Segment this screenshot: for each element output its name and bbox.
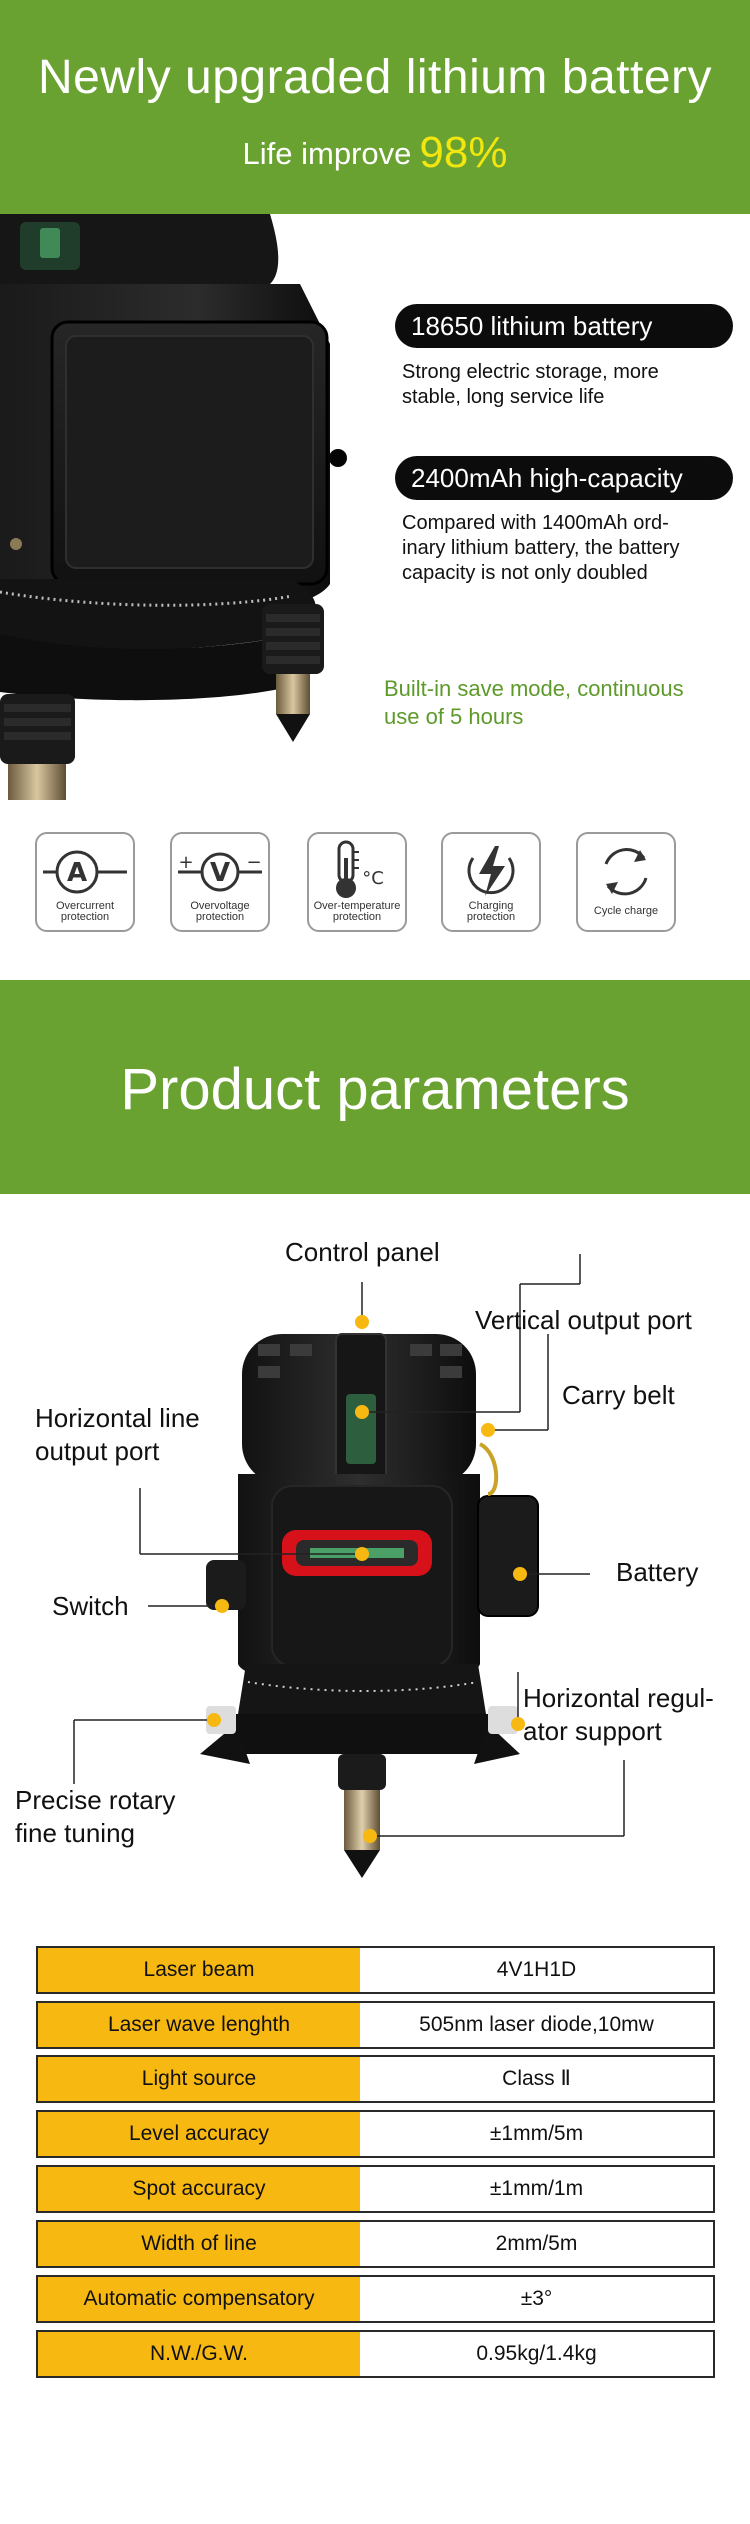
- parameters-banner: Product parameters: [0, 980, 750, 1194]
- table-row: Spot accuracy ±1mm/1m: [36, 2165, 715, 2213]
- thermometer-icon: °C: [336, 840, 384, 898]
- product-diagram: Control panel Vertical output port Carry…: [0, 1194, 750, 1914]
- callout-line: Horizontal line: [35, 1403, 200, 1433]
- table-row: Level accuracy ±1mm/5m: [36, 2110, 715, 2158]
- callout-battery: Battery: [616, 1557, 699, 1587]
- voltage-icon: V + −: [178, 852, 262, 892]
- param-value: ±1mm/1m: [360, 2167, 713, 2211]
- protection-card-overvoltage: V + − Overvoltage protection: [170, 832, 270, 932]
- callout-regulator-support: Horizontal regul- ator support: [523, 1682, 714, 1748]
- protection-label: Cycle charge: [593, 905, 659, 917]
- feature-desc-line: stable, long service life: [402, 386, 605, 408]
- param-label: N.W./G.W.: [38, 2332, 360, 2376]
- banner-subtitle-text: Life improve: [242, 136, 412, 171]
- param-label: Laser wave lenghth: [38, 2003, 360, 2047]
- param-value: ±3°: [360, 2277, 713, 2321]
- feature-desc-line: Strong electric storage, more: [402, 361, 659, 383]
- param-label: Width of line: [38, 2222, 360, 2266]
- protection-label: protection: [60, 911, 110, 923]
- callout-horizontal-port: Horizontal line output port: [35, 1402, 200, 1468]
- callout-switch: Switch: [52, 1591, 129, 1621]
- callout-line: Horizontal regul-: [523, 1683, 714, 1713]
- lightning-icon: [467, 846, 515, 896]
- callout-carry-belt: Carry belt: [562, 1380, 675, 1410]
- param-value: ±1mm/5m: [360, 2112, 713, 2156]
- callout-line: output port: [35, 1436, 160, 1466]
- callout-line: ator support: [523, 1716, 662, 1746]
- protection-label: Charging: [468, 900, 514, 912]
- table-row: Automatic compensatory ±3°: [36, 2275, 715, 2323]
- callout-line: Precise rotary: [15, 1785, 176, 1815]
- cycle-icon: [604, 848, 648, 896]
- laser-level-illustration: [73, 1254, 625, 1878]
- param-value: Class Ⅱ: [360, 2057, 713, 2101]
- parameters-title: Product parameters: [120, 1057, 630, 1122]
- protection-label: Over-temperature: [313, 900, 401, 912]
- param-label: Spot accuracy: [38, 2167, 360, 2211]
- feature-pill-lithium: 18650 lithium battery: [395, 304, 733, 348]
- table-row: Laser wave lenghth 505nm laser diode,10m…: [36, 2001, 715, 2049]
- protection-card-overtemperature: °C Over-temperature protection: [307, 832, 407, 932]
- callout-rotary-tuning: Precise rotary fine tuning: [15, 1784, 175, 1850]
- table-row: Laser beam 4V1H1D: [36, 1946, 715, 1994]
- feature-desc-line: inary lithium battery, the battery: [402, 537, 680, 559]
- table-row: Width of line 2mm/5m: [36, 2220, 715, 2268]
- protection-icons: A Overcurrent protection V + − Overvolta…: [0, 800, 750, 980]
- param-label: Automatic compensatory: [38, 2277, 360, 2321]
- save-mode-note: Built-in save mode, continuous use of 5 …: [384, 675, 744, 731]
- table-row: Light source Class Ⅱ: [36, 2055, 715, 2103]
- param-value: 2mm/5m: [360, 2222, 713, 2266]
- param-value: 505nm laser diode,10mw: [360, 2003, 713, 2047]
- feature-desc-line: capacity is not only doubled: [402, 562, 648, 584]
- param-label: Laser beam: [38, 1948, 360, 1992]
- protection-label: protection: [195, 911, 245, 923]
- param-value: 0.95kg/1.4kg: [360, 2332, 713, 2376]
- battery-photo-section: 18650 lithium battery Strong electric st…: [0, 214, 750, 800]
- callout-line: fine tuning: [15, 1818, 135, 1848]
- battery-banner: Newly upgraded lithium battery Life impr…: [0, 0, 750, 214]
- callout-vertical-port: Vertical output port: [475, 1305, 692, 1335]
- table-row: N.W./G.W. 0.95kg/1.4kg: [36, 2330, 715, 2378]
- protection-label: protection: [466, 911, 516, 923]
- svg-text:−: −: [246, 852, 261, 873]
- banner-title: Newly upgraded lithium battery: [38, 51, 712, 104]
- svg-text:A: A: [67, 858, 87, 888]
- callout-control-panel: Control panel: [285, 1237, 440, 1267]
- protection-label: Overvoltage: [190, 900, 250, 912]
- protection-card-cycle: Cycle charge: [576, 832, 676, 932]
- ampere-icon: A: [43, 850, 127, 894]
- protection-label: Overcurrent: [55, 900, 115, 912]
- param-label: Level accuracy: [38, 2112, 360, 2156]
- protection-label: protection: [332, 911, 382, 923]
- svg-text:+: +: [178, 852, 193, 873]
- protection-card-charging: Charging protection: [441, 832, 541, 932]
- save-mode-line: use of 5 hours: [384, 704, 524, 729]
- save-mode-line: Built-in save mode, continuous: [384, 676, 684, 701]
- feature-desc-capacity: Compared with 1400mAh ord- inary lithium…: [402, 511, 732, 586]
- param-value: 4V1H1D: [360, 1948, 713, 1992]
- svg-text:V: V: [210, 858, 230, 888]
- feature-desc-line: Compared with 1400mAh ord-: [402, 512, 669, 534]
- feature-desc-lithium: Strong electric storage, more stable, lo…: [402, 360, 732, 410]
- param-label: Light source: [38, 2057, 360, 2101]
- banner-percent: 98%: [419, 128, 508, 177]
- feature-pill-capacity: 2400mAh high-capacity: [395, 456, 733, 500]
- svg-text:°C: °C: [362, 868, 384, 889]
- protection-card-overcurrent: A Overcurrent protection: [35, 832, 135, 932]
